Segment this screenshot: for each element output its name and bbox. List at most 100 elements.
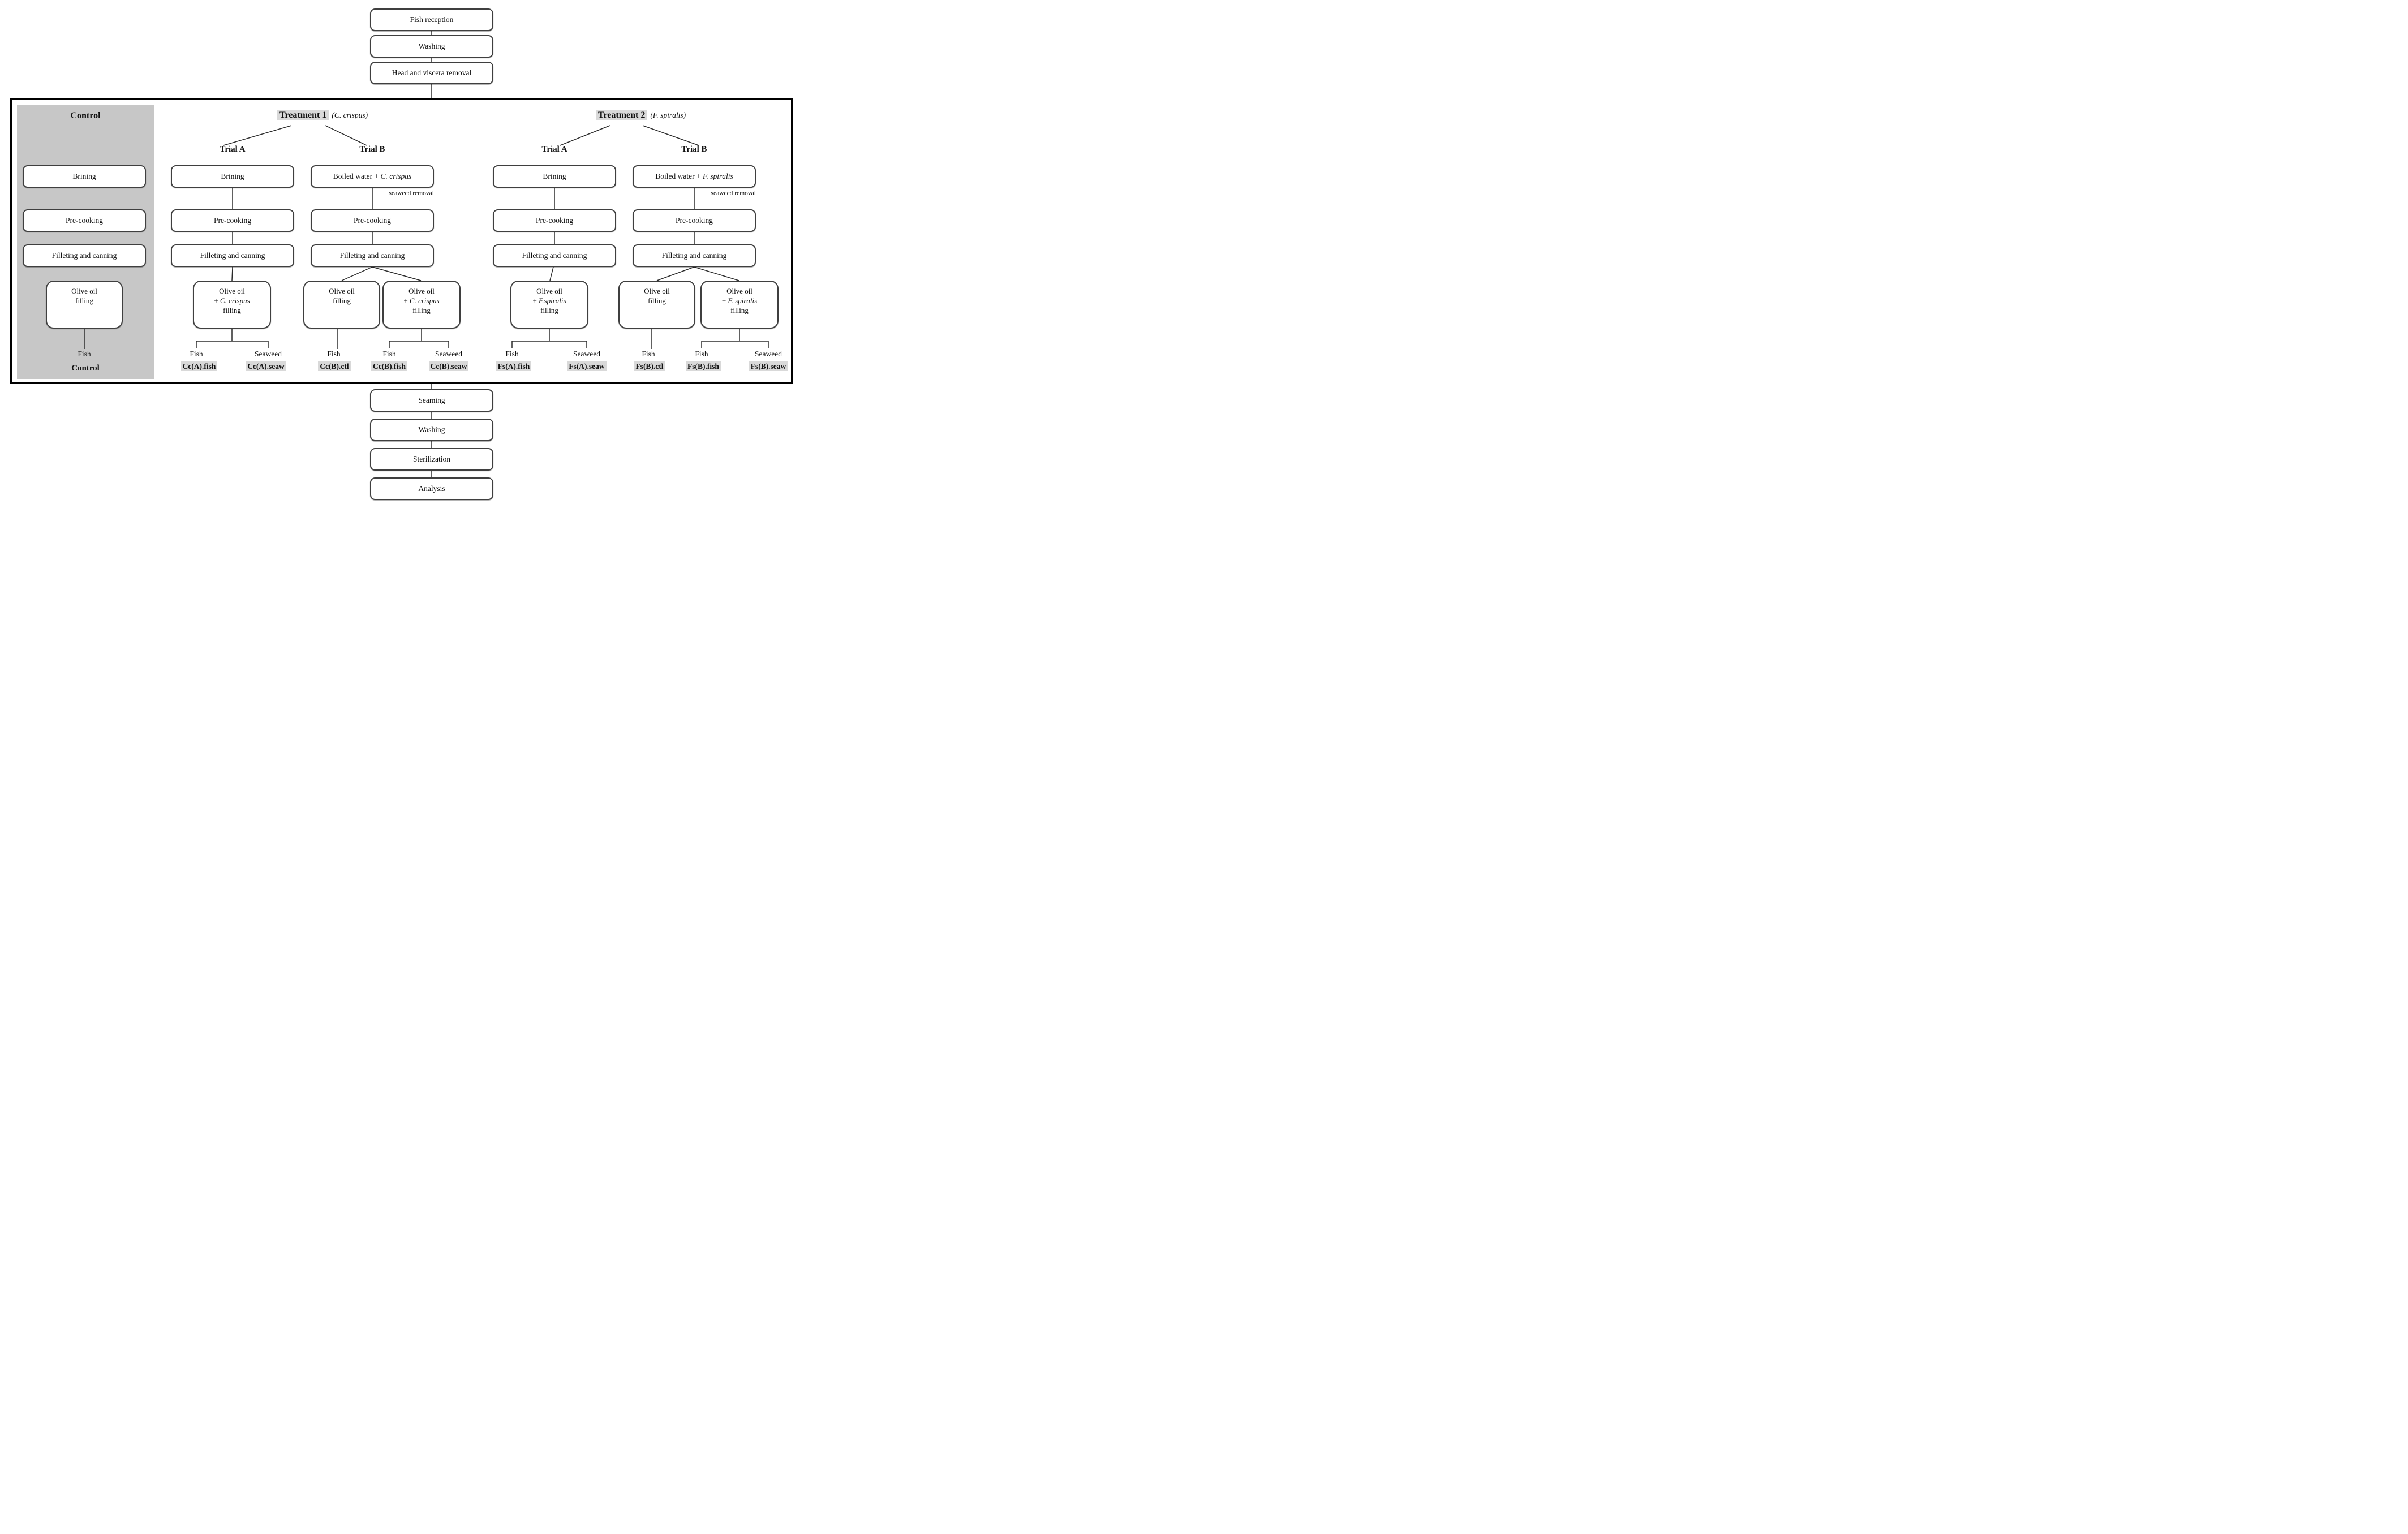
olive-line: filling	[75, 296, 93, 305]
control-step-precooking: Pre-cooking	[23, 209, 146, 232]
t2b-ctl-fish-word: Fish	[642, 350, 655, 358]
step-sterilization: Sterilization	[370, 448, 493, 471]
species-name: F.spiralis	[539, 296, 566, 305]
t2a-output-fish-word: Fish	[505, 350, 519, 358]
treatment1-trialA-label: Trial A	[220, 145, 246, 154]
treatment2-trialA-label: Trial A	[541, 145, 567, 154]
olive-line: Olive oil	[219, 287, 245, 295]
t2a-step-brining: Brining	[493, 165, 616, 188]
sample-code: Cc(A).seaw	[229, 361, 303, 373]
control-panel	[17, 105, 154, 379]
t1a-code-fish: Cc(A).fish	[180, 361, 218, 371]
t2a-step-precooking: Pre-cooking	[493, 209, 616, 232]
species-name: C. crispus	[409, 296, 440, 305]
species-name: C. crispus	[220, 296, 250, 305]
control-footer-label: Control	[71, 364, 100, 373]
t2b-olive-ctl-filling-box: Olive oil filling	[618, 281, 695, 329]
olive-line: filling	[540, 305, 558, 314]
t2b-step-precooking: Pre-cooking	[633, 209, 756, 232]
control-olive-oil-filling-box: Olive oil filling	[46, 281, 123, 329]
t2b-code-fish: Fs(B).fish	[686, 361, 721, 371]
t2b-olive-seaweed-filling-box: Olive oil + F. spiralis filling	[700, 281, 779, 329]
t1b-step-filleting: Filleting and canning	[311, 244, 434, 267]
t1a-step-brining: Brining	[171, 165, 294, 188]
t2a-olive-seaweed-filling-box: Olive oil + F.spiralis filling	[510, 281, 588, 329]
species-name: F. spiralis	[728, 296, 758, 305]
sample-code: Cc(A).fish	[162, 361, 236, 373]
process-flow-diagram: Fish reception Washing Head and viscera …	[0, 0, 803, 511]
treatment1-species: (C. crispus)	[332, 111, 368, 119]
sample-code: Cc(B).fish	[352, 361, 426, 373]
sample-code: Fs(B).seaw	[732, 361, 803, 373]
step-analysis: Analysis	[370, 477, 493, 500]
olive-line: Olive oil	[408, 287, 435, 295]
t2a-code-seaweed: Fs(A).seaw	[567, 361, 607, 371]
olive-line: filling	[648, 296, 666, 305]
t1a-step-precooking: Pre-cooking	[171, 209, 294, 232]
boiled-water-prefix: Boiled water +	[333, 172, 381, 181]
olive-line: Olive oil	[329, 287, 355, 295]
olive-line: Olive oil	[71, 287, 97, 295]
t2b-code-ctl: Fs(B).ctl	[634, 361, 665, 371]
t1b-step-precooking: Pre-cooking	[311, 209, 434, 232]
step-seaming: Seaming	[370, 389, 493, 412]
plus-sign: +	[214, 296, 220, 305]
step-head-viscera-removal: Head and viscera removal	[370, 62, 493, 84]
control-output-fish: Fish	[78, 350, 91, 358]
boiled-water-prefix: Boiled water +	[655, 172, 703, 181]
t2b-output-seaweed-word: Seaweed	[755, 350, 782, 358]
sample-code: Cc(B).ctl	[298, 361, 371, 373]
plus-sign: +	[403, 296, 410, 305]
step-fish-reception: Fish reception	[370, 8, 493, 31]
step-washing-bottom: Washing	[370, 419, 493, 441]
olive-line: filling	[412, 305, 431, 314]
treatment1-trialB-label: Trial B	[359, 145, 385, 154]
olive-line: filling	[333, 296, 351, 305]
t2b-seaweed-removal-note: seaweed removal	[711, 190, 756, 197]
olive-line: Olive oil	[536, 287, 562, 295]
sample-code: Fs(B).ctl	[613, 361, 686, 373]
t1b-code-seaweed: Cc(B).seaw	[428, 361, 469, 371]
t1b-step-boiled-water: Boiled water + C. crispus	[311, 165, 434, 188]
treatment2-name: Treatment 2	[596, 110, 648, 120]
t1a-output-fish-word: Fish	[190, 350, 203, 358]
olive-line: Olive oil	[644, 287, 670, 295]
t1b-olive-ctl-filling-box: Olive oil filling	[303, 281, 380, 329]
t1b-output-fish-word: Fish	[382, 350, 396, 358]
t1b-output-seaweed-word: Seaweed	[435, 350, 462, 358]
treatment2-species: (F. spiralis)	[650, 111, 686, 119]
control-step-filleting: Filleting and canning	[23, 244, 146, 267]
treatment1-name: Treatment 1	[277, 110, 329, 120]
treatment1-header: Treatment 1(C. crispus)	[277, 110, 368, 120]
t1a-olive-seaweed-filling-box: Olive oil + C. crispus filling	[193, 281, 271, 329]
olive-line: filling	[223, 305, 241, 314]
t1a-output-seaweed-word: Seaweed	[255, 350, 282, 358]
t1a-step-filleting: Filleting and canning	[171, 244, 294, 267]
t1b-seaweed-removal-note: seaweed removal	[389, 190, 434, 197]
species-name: F. spiralis	[702, 172, 733, 181]
sample-code: Fs(A).fish	[477, 361, 551, 373]
treatment2-trialB-label: Trial B	[681, 145, 707, 154]
plus-sign: +	[721, 296, 728, 305]
t2b-code-seaweed: Fs(B).seaw	[749, 361, 788, 371]
t2a-output-seaweed-word: Seaweed	[573, 350, 600, 358]
t2b-step-boiled-water: Boiled water + F. spiralis	[633, 165, 756, 188]
sample-code: Fs(B).fish	[666, 361, 740, 373]
t1a-code-seaweed: Cc(A).seaw	[246, 361, 286, 371]
olive-line: filling	[730, 305, 749, 314]
t1b-code-fish: Cc(B).fish	[371, 361, 408, 371]
olive-line: Olive oil	[726, 287, 752, 295]
sample-code: Cc(B).seaw	[412, 361, 485, 373]
species-name: C. crispus	[380, 172, 412, 181]
t2b-output-fish-word: Fish	[695, 350, 708, 358]
plus-sign: +	[532, 296, 539, 305]
treatment2-header: Treatment 2(F. spiralis)	[596, 110, 686, 120]
step-washing-top: Washing	[370, 35, 493, 58]
t1b-olive-seaweed-filling-box: Olive oil + C. crispus filling	[382, 281, 461, 329]
control-title: Control	[70, 111, 101, 120]
control-step-brining: Brining	[23, 165, 146, 188]
t2a-step-filleting: Filleting and canning	[493, 244, 616, 267]
t1b-code-ctl: Cc(B).ctl	[318, 361, 351, 371]
sample-code: Fs(A).seaw	[550, 361, 624, 373]
t2b-step-filleting: Filleting and canning	[633, 244, 756, 267]
